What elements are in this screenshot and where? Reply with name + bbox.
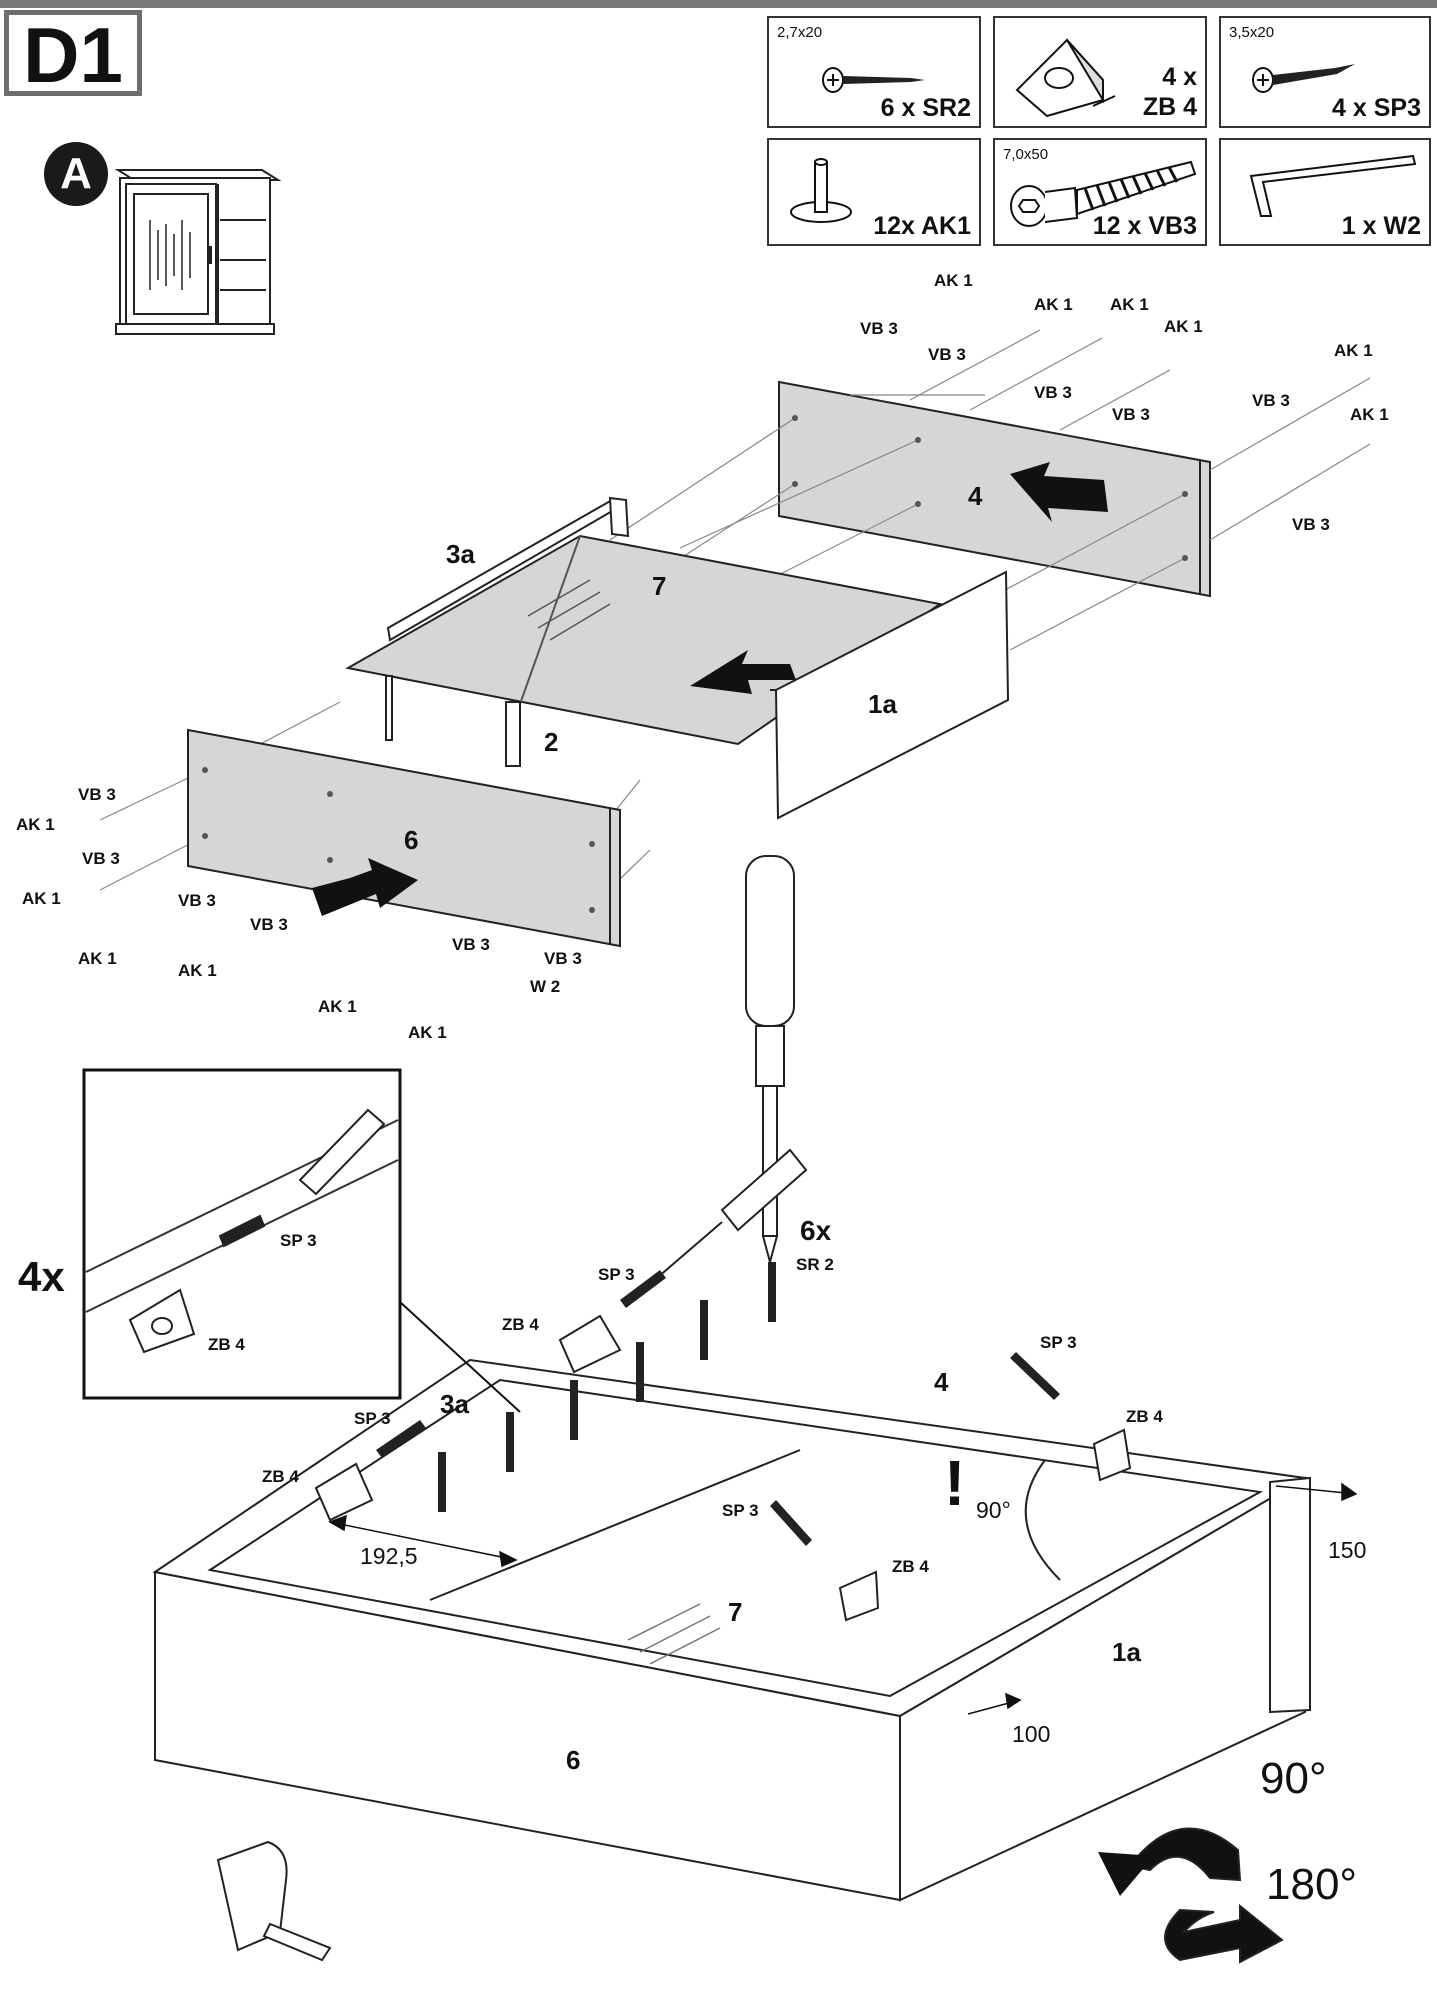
part-size: 3,5x20 [1229, 24, 1275, 41]
label-vb3: VB 3 [78, 785, 116, 804]
label-vb3: VB 3 [82, 849, 120, 868]
label-vb3: VB 3 [1034, 383, 1072, 402]
part-ak1: 12x AK1 [767, 138, 981, 246]
label-ak1: AK 1 [1334, 341, 1373, 360]
front-panel-6 [187, 728, 621, 948]
label-sp3: SP 3 [1040, 1333, 1077, 1352]
label-vb3: VB 3 [1112, 405, 1150, 424]
small-screwdriver [720, 1148, 808, 1232]
part-size: 7,0x50 [1003, 146, 1049, 163]
label-vb3: VB 3 [1252, 391, 1290, 410]
label-ak1: AK 1 [1350, 405, 1389, 424]
panel-number-4: 4 [934, 1367, 949, 1397]
panel-number-7: 7 [728, 1597, 743, 1627]
part-zb4: 4 x ZB 4 [993, 16, 1207, 128]
label-zb4: ZB 4 [1126, 1407, 1163, 1426]
label-vb3: VB 3 [250, 915, 288, 934]
rotation-180: 180° [1266, 1860, 1358, 1909]
label-sp3: SP 3 [722, 1501, 759, 1520]
back-panel-4 [778, 380, 1211, 598]
corner-bracket [558, 1314, 622, 1374]
label-ak1: AK 1 [178, 961, 217, 980]
detail-count: 4x [18, 1253, 65, 1300]
panel-number-3a: 3a [440, 1389, 469, 1419]
side-panel-1a [774, 570, 1010, 820]
angle-label: 90° [976, 1497, 1011, 1523]
panel-number-6: 6 [404, 825, 419, 855]
label-vb3: VB 3 [178, 891, 216, 910]
label-vb3: VB 3 [860, 319, 898, 338]
panel-number-6: 6 [566, 1745, 581, 1775]
label-zb4: ZB 4 [892, 1557, 929, 1576]
allen-key-icon [1249, 154, 1417, 217]
connector-screw-icon [1010, 160, 1197, 227]
label-zb4: ZB 4 [502, 1315, 539, 1334]
dimension-150: 150 [1328, 1537, 1367, 1563]
rotate-90-icon [1128, 1827, 1242, 1882]
label-ak1: AK 1 [934, 271, 973, 290]
label-sr2: SR 2 [796, 1255, 834, 1274]
label-ak1: AK 1 [408, 1023, 447, 1042]
part-count: 4 x SP3 [1332, 94, 1421, 122]
label-vb3: VB 3 [928, 345, 966, 364]
screwdriver-handle [745, 855, 795, 1027]
label-sp3: SP 3 [354, 1409, 391, 1428]
part-sr2: 2,7x20 6 x SR2 [767, 16, 981, 128]
part-count: 12x AK1 [873, 212, 971, 240]
rotation-90: 90° [1260, 1754, 1327, 1803]
part-count: 4 x ZB 4 [1142, 63, 1197, 121]
label-vb3: VB 3 [452, 935, 490, 954]
screw-icon [1252, 64, 1355, 93]
label-ak1: AK 1 [1034, 295, 1073, 314]
panel-number-3a: 3a [446, 539, 475, 569]
top-rule [0, 0, 1437, 8]
side-panel-1a-assembled [899, 1476, 1306, 1902]
part-count: 1 x W2 [1341, 212, 1421, 240]
label-zb4: ZB 4 [262, 1467, 299, 1486]
label-ak1: AK 1 [1164, 317, 1203, 336]
cover-cap-icon [790, 158, 852, 223]
corner-bracket-icon [1015, 38, 1116, 118]
label-ak1: AK 1 [78, 949, 117, 968]
panel-number-4: 4 [968, 481, 983, 511]
step-label: D1 [4, 10, 142, 96]
label-ak1: AK 1 [1110, 295, 1149, 314]
dimension-192-5: 192,5 [360, 1543, 418, 1569]
rotate-180-icon [1164, 1903, 1284, 1964]
label-vb3: VB 3 [544, 949, 582, 968]
label-sp3: SP 3 [598, 1265, 635, 1284]
part-count: 6 x SR2 [880, 94, 971, 122]
screw-icon [822, 67, 925, 93]
panel-number-7: 7 [652, 571, 667, 601]
label-zb4: ZB 4 [208, 1335, 245, 1354]
label-sp3: SP 3 [280, 1231, 317, 1250]
dimension-100: 100 [1012, 1721, 1051, 1747]
panel-number-1a: 1a [1112, 1637, 1141, 1667]
panel-number-1a: 1a [868, 689, 897, 719]
label-w2: W 2 [530, 977, 561, 996]
part-count: 12 x VB3 [1092, 212, 1197, 240]
label-ak1: AK 1 [16, 815, 55, 834]
part-vb3: 7,0x50 12 x VB3 [993, 138, 1207, 246]
part-w2: 1 x W2 [1219, 138, 1431, 246]
part-sp3: 3,5x20 4 x SP3 [1219, 16, 1431, 128]
variant-badge: A [44, 142, 108, 206]
label-vb3: VB 3 [1292, 515, 1330, 534]
panel-number-2: 2 [544, 727, 559, 757]
part-size: 2,7x20 [777, 24, 823, 41]
label-ak1: AK 1 [318, 997, 357, 1016]
label-ak1: AK 1 [22, 889, 61, 908]
warning-icon: ! [944, 1447, 966, 1519]
cabinet-thumbnail [114, 169, 282, 335]
screw-count: 6x [800, 1215, 832, 1246]
